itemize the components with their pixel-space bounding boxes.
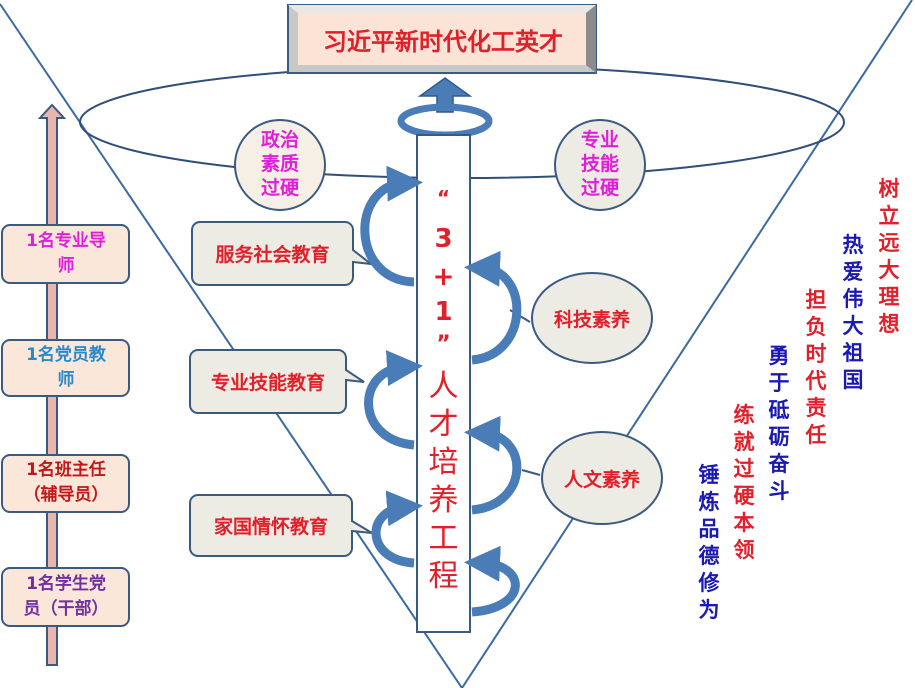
talent-column — [416, 134, 471, 633]
cycle-arrows — [360, 165, 522, 617]
column-num-3: 3 — [434, 224, 453, 254]
goal-ideal: 树立远大理想 — [878, 177, 900, 336]
column-title: 人 才 培 养 工 程 — [417, 368, 470, 596]
column-close-quote: ” — [436, 332, 451, 357]
callout-tech-literacy: 科技素养 — [553, 308, 630, 331]
circle-line: 技能 — [580, 153, 619, 175]
goal-responsibility: 担负时代责任 — [805, 288, 827, 447]
circle-political: 政治 素质 过硬 — [235, 128, 325, 200]
mentor-label: 师 — [57, 370, 75, 390]
goal-patriotism: 热爱伟大祖国 — [842, 233, 864, 392]
title-frame — [287, 4, 597, 74]
callout-social-service: 服务社会教育 — [215, 244, 330, 266]
mentor-label: 名党员教 — [37, 345, 106, 365]
mentor-student-party: 1名学生党员（干部） — [4, 572, 128, 622]
mentor-count: 1 — [26, 574, 38, 594]
circle-line: 专业 — [580, 129, 619, 151]
mentor-label: 名专业导 — [37, 231, 106, 251]
callout-humanities: 人文素养 — [563, 468, 640, 491]
mentor-label: 名学生党 — [37, 574, 106, 594]
mentor-count: 1 — [26, 231, 38, 251]
mentor-class-teacher: 1名班主任 （辅导员） — [4, 458, 128, 508]
mentor-party-teacher: 1名党员教师 — [4, 343, 128, 393]
mentor-label: 员（干部） — [23, 599, 109, 619]
column-char: 程 — [428, 559, 459, 594]
callout-patriotism: 家国情怀教育 — [213, 516, 328, 538]
goal-morality: 锤炼品德修为 — [698, 463, 720, 622]
column-char: 才 — [428, 407, 459, 442]
column-char: 培 — [428, 445, 459, 480]
column-open-quote: “ — [436, 186, 451, 210]
goal-skills: 练就过硬本领 — [733, 403, 755, 562]
goal-struggle: 勇于砥砺奋斗 — [768, 344, 790, 503]
column-char: 养 — [428, 483, 459, 518]
mentor-professional: 1名专业导师 — [4, 229, 128, 279]
funnel-left-line — [0, 3, 463, 688]
callout-professional-skill: 专业技能教育 — [210, 372, 325, 394]
column-num-1: 1 — [434, 297, 453, 327]
column-plus: + — [432, 262, 455, 292]
circle-line: 过硬 — [260, 177, 299, 199]
circle-professional: 专业 技能 过硬 — [555, 128, 645, 200]
mentor-label: 名班主任 — [37, 460, 106, 480]
funnel-right-line — [461, 0, 913, 688]
column-char: 人 — [428, 369, 459, 404]
circle-line: 政治 — [260, 129, 299, 151]
mentor-label: 师 — [57, 256, 75, 276]
circle-line: 素质 — [260, 153, 299, 175]
column-char: 工 — [428, 521, 459, 556]
circle-line: 过硬 — [580, 177, 619, 199]
page-title: 习近平新时代化工英才 — [323, 27, 563, 56]
mentor-label: （辅导员） — [23, 485, 109, 505]
mentor-count: 1 — [26, 460, 38, 480]
mentor-count: 1 — [26, 345, 38, 365]
